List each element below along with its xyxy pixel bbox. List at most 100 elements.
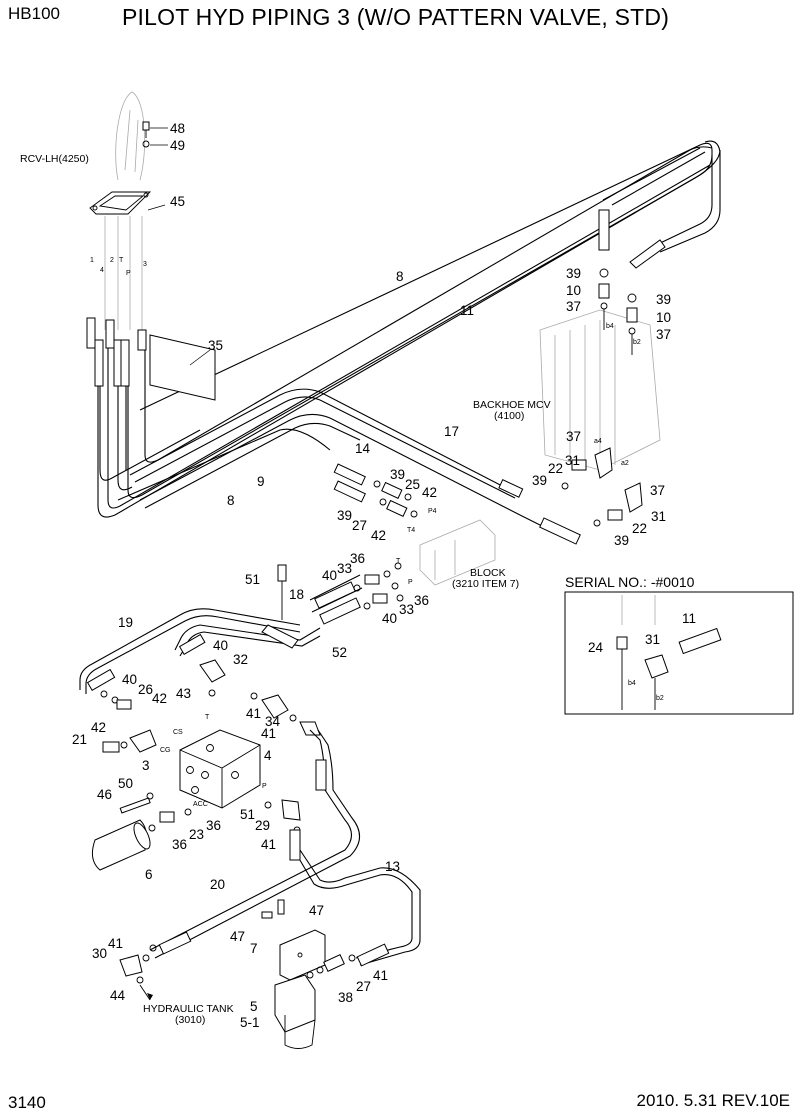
fittings-block-b [277,562,404,625]
port-label: 2 [110,257,114,264]
filter-assembly [261,899,356,1049]
model-code: HB100 [8,4,60,23]
callout: 42 [152,691,167,706]
mcv-fittings [498,209,666,545]
callout: 20 [210,877,225,892]
callout: 33 [399,602,414,617]
port-label: T [205,714,210,721]
callout: 37 [566,299,581,314]
pipe-13-20 [142,729,421,967]
callout: 27 [352,518,367,533]
callout: 9 [257,474,265,489]
callout: 40 [382,611,397,626]
callout: 33 [337,561,352,576]
callout: 34 [265,714,281,729]
callout: 31 [565,453,580,468]
port-label: P4 [428,508,437,515]
callout: 51 [240,807,255,822]
callout: 8 [227,493,235,508]
callout: 24 [588,640,604,655]
callout: 39 [532,473,547,488]
port-labels: 1 4 2 T P 3 b4 b2 a4 a2 P4 T4 T P T CS C… [90,257,664,808]
callout: 23 [189,827,204,842]
port-label: 1 [90,257,94,264]
callout: 39 [566,266,581,281]
callout: 10 [656,310,671,325]
callout: 45 [170,194,185,209]
page-number: 3140 [8,1093,46,1112]
rcv-valve [89,91,166,330]
port-label: CS [173,729,183,736]
callout: 36 [414,593,429,608]
port-label: 3 [143,261,147,268]
text-labels: RCV-LH(4250) BACKHOE MCV (4100) BLOCK (3… [20,153,695,1026]
callout: 41 [261,837,276,852]
rcv-hoses [86,317,201,491]
callout: 40 [122,672,137,687]
port-label: ACC [193,801,208,808]
callout: 39 [656,292,671,307]
port-label: a4 [594,438,602,445]
callout: 42 [422,485,437,500]
port-label: b4 [606,323,614,330]
callout: 51 [245,572,260,587]
port-label: a2 [621,460,629,467]
label-tank-1: HYDRAULIC TANK [143,1003,234,1015]
callout: 5 [250,999,258,1014]
serial-inset [564,591,794,715]
callout: 31 [645,632,660,647]
callout: 46 [97,787,112,802]
label-mcv-2: (4100) [494,410,524,422]
port-label: P [408,579,413,586]
callout: 42 [91,720,106,735]
callout: 14 [355,441,371,456]
callout: 11 [460,303,474,318]
callout: 25 [405,477,420,492]
manifold-block [179,729,261,809]
clamp-35 [149,334,216,401]
callout: 10 [566,283,581,298]
callout: 38 [338,990,353,1005]
port-label: T4 [407,527,415,534]
port-label: T [119,257,124,264]
port-label: P [262,783,267,790]
port-label: 4 [100,267,104,274]
callout: 17 [444,424,459,439]
port-label: P [126,270,131,277]
callout: 29 [255,818,270,833]
callout: 47 [309,903,324,918]
callout: 37 [650,483,665,498]
callout: 19 [118,615,133,630]
callout: 36 [206,818,221,833]
pipe-14-17-9 [117,388,561,536]
callout: 26 [138,682,153,697]
callout: 13 [385,859,400,874]
callout: 47 [230,929,245,944]
callout: 11 [682,611,696,626]
page-title: PILOT HYD PIPING 3 (W/O PATTERN VALVE, S… [122,4,670,30]
port-label: b4 [628,680,636,687]
label-serial: SERIAL NO.: -#0010 [565,574,695,590]
backhoe-mcv [539,309,661,471]
callout: 6 [145,867,153,882]
label-tank-2: (3010) [175,1014,205,1026]
fittings-block-a [333,463,418,518]
callout: 39 [614,533,629,548]
port-label: b2 [656,695,664,702]
callout: 37 [656,327,671,342]
callout: 52 [332,645,347,660]
callout: 43 [176,686,191,701]
callout: 41 [108,936,123,951]
callout: 40 [213,638,228,653]
callout: 31 [651,509,666,524]
pipe-18-19-52 [79,608,321,694]
callout: 48 [170,121,185,136]
callout: 37 [566,429,581,444]
callout: 40 [322,568,337,583]
accumulator [91,819,151,871]
callout: 42 [371,528,386,543]
port-label: T [396,558,401,565]
callout: 36 [350,551,365,566]
callout: 35 [208,338,223,353]
